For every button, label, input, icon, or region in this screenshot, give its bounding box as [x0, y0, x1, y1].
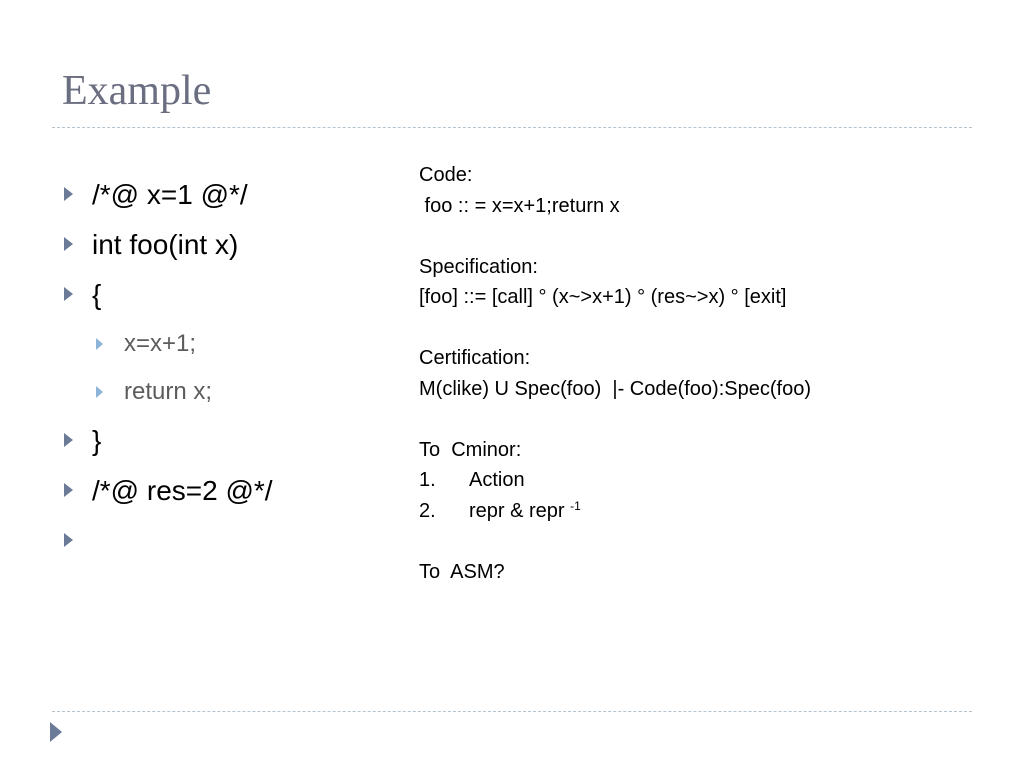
blank-line [419, 526, 979, 557]
code-line: foo :: = x=x+1;return x [419, 194, 620, 217]
bullet-text: /*@ res=2 @*/ [92, 475, 273, 506]
list-text: Action [469, 469, 525, 491]
blank-line [419, 313, 979, 344]
play-arrow-icon[interactable] [50, 722, 62, 742]
bullet-item: int foo(int x) [62, 222, 392, 272]
sub-bullet-item: x=x+1; [62, 322, 392, 370]
footer-divider [52, 711, 972, 712]
bullet-arrow-icon [64, 237, 73, 251]
bullet-item: /*@ x=1 @*/ [62, 172, 392, 222]
code-label: Code: [419, 164, 473, 186]
bullet-text: /*@ x=1 @*/ [92, 179, 248, 210]
bullet-item: /*@ res=2 @*/ [62, 468, 392, 518]
code-description-block: Code: foo :: = x=x+1;return x Specificat… [419, 160, 979, 587]
bullet-arrow-icon [64, 433, 73, 447]
bullet-arrow-icon [64, 187, 73, 201]
bullet-item: } [62, 418, 392, 468]
sub-bullet-text: x=x+1; [124, 330, 197, 357]
list-text: repr & repr [469, 499, 571, 522]
specification-label: Specification: [419, 255, 538, 278]
list-number: 2. [419, 499, 436, 522]
slide-title: Example [62, 68, 212, 114]
sub-bullet-arrow-icon [96, 338, 103, 350]
blank-line [419, 404, 979, 435]
bullet-text: { [92, 279, 102, 310]
asm-label: To ASM? [419, 560, 505, 583]
bullet-arrow-icon [64, 483, 73, 497]
bullet-arrow-icon [64, 287, 73, 301]
sub-bullet-text: return x; [124, 378, 213, 405]
bullet-item: { [62, 272, 392, 322]
sub-bullet-item: return x; [62, 370, 392, 418]
bullet-item-empty [62, 518, 392, 568]
blank-line [419, 221, 979, 252]
specification-line: [foo] ::= [call] ° (x~>x+1) ° (res~>x) °… [419, 286, 787, 308]
cminor-item: 1. Action [419, 465, 979, 496]
list-number: 1. [419, 469, 436, 491]
certification-line: M(clike) U Spec(foo) |- Code(foo):Spec(f… [419, 377, 811, 400]
bullet-arrow-icon [64, 533, 73, 547]
cminor-item: 2. repr & repr -1 [419, 496, 979, 527]
bullet-text: } [92, 425, 102, 456]
superscript: -1 [570, 498, 581, 513]
bullet-list: /*@ x=1 @*/ int foo(int x) { x=x+1; retu… [62, 172, 392, 568]
title-divider [52, 127, 972, 128]
certification-label: Certification: [419, 347, 531, 369]
cminor-label: To Cminor: [419, 438, 522, 461]
bullet-text: int foo(int x) [92, 229, 239, 260]
sub-bullet-arrow-icon [96, 386, 103, 398]
